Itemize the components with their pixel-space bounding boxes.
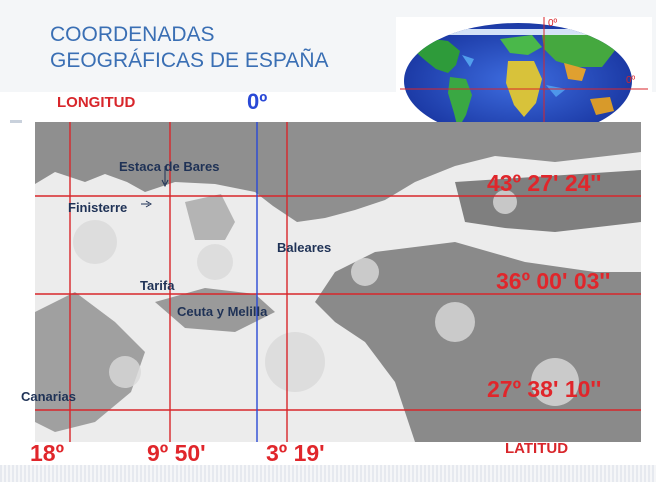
estaca-marker <box>161 166 169 188</box>
globe-meridian-label: 0º <box>548 18 558 29</box>
longitude-label-3: 3º 19' <box>266 440 325 466</box>
place-ceuta-y-melilla: Ceuta y Melilla <box>177 304 268 319</box>
longitude-label-1: 18º <box>30 440 64 466</box>
grid-lines <box>35 122 641 442</box>
latitude-label-2: 36º 00' 03'' <box>496 268 611 294</box>
world-globe-image: 0º 0º <box>396 17 652 145</box>
longitude-label-2: 9º 50' <box>147 440 206 466</box>
latitude-label-3: 27º 38' 10'' <box>487 376 602 402</box>
bottom-strip <box>0 465 656 482</box>
map-spain-grid <box>35 122 641 442</box>
globe-equator-label: 0º <box>626 75 636 86</box>
finisterre-marker <box>141 200 152 208</box>
prime-meridian-header: 0º <box>247 89 268 114</box>
longitud-header: LONGITUD <box>57 94 136 111</box>
latitude-label-1: 43º 27' 24'' <box>487 170 602 196</box>
place-estaca-de-bares: Estaca de Bares <box>119 159 220 174</box>
place-tarifa: Tarifa <box>140 278 175 293</box>
left-rule <box>10 120 22 123</box>
place-baleares: Baleares <box>277 240 332 255</box>
title-line-2: GEOGRÁFICAS DE ESPAÑA <box>50 49 329 72</box>
latitud-footer: LATITUD <box>505 440 569 457</box>
title-line-1: COORDENADAS <box>50 23 215 46</box>
place-canarias: Canarias <box>21 389 76 404</box>
place-finisterre: Finisterre <box>68 200 128 215</box>
